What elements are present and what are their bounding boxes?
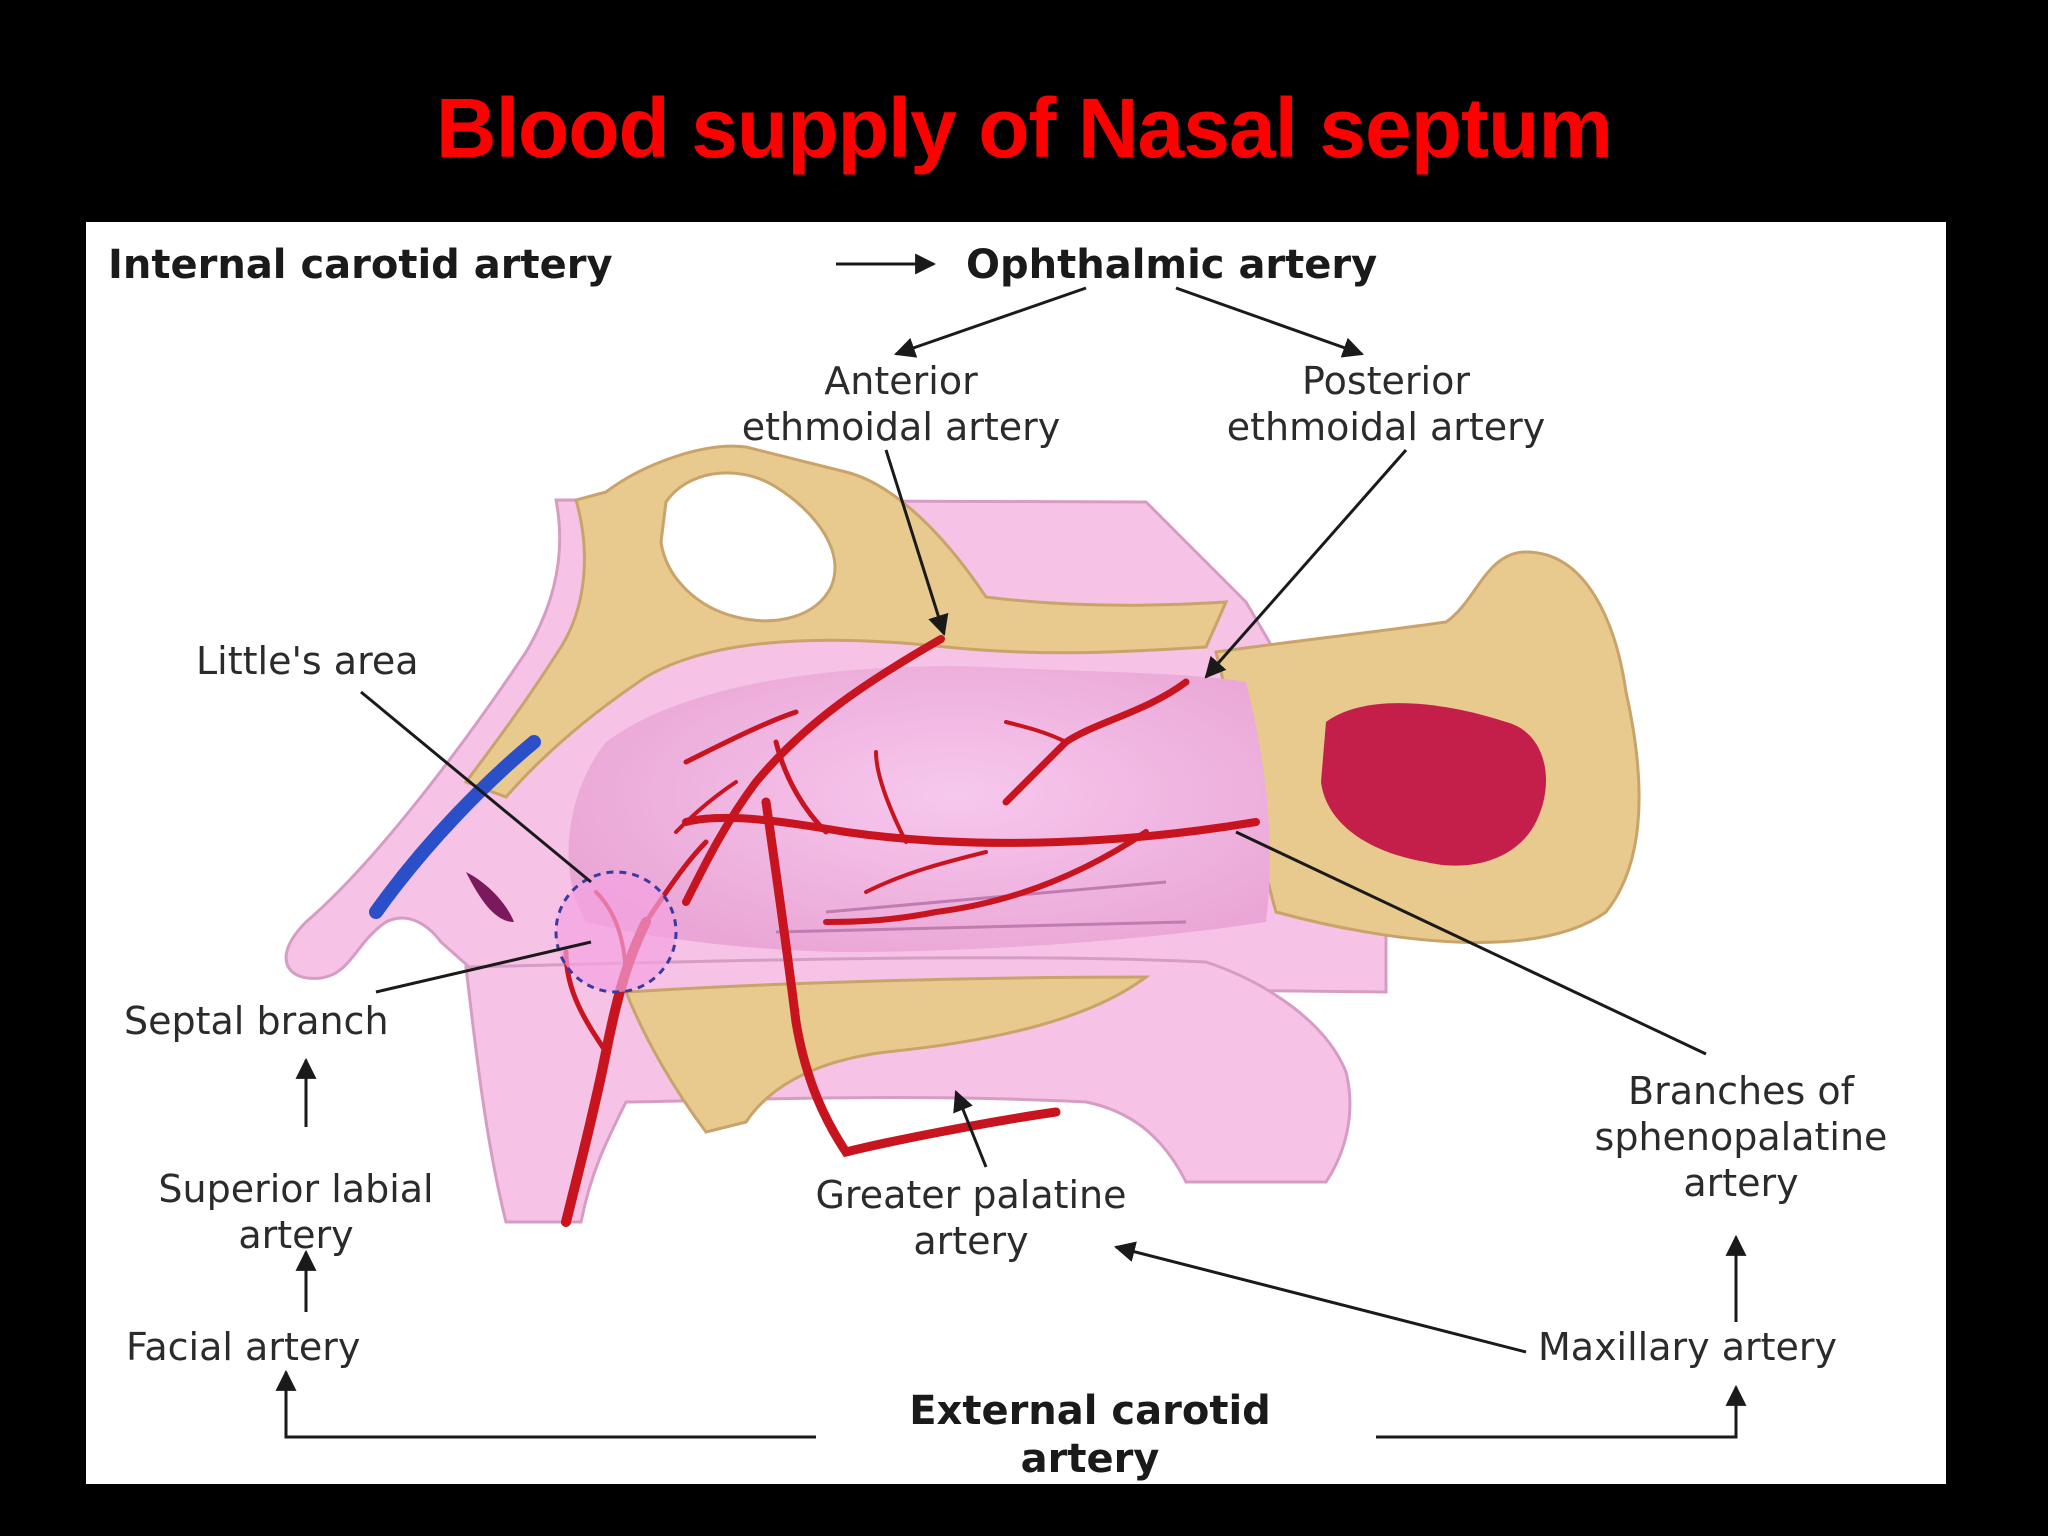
sphenopalatine-branch-2 (864, 850, 988, 894)
label-superior-labial-line2: artery (238, 1213, 353, 1257)
label-posterior-ethmoidal-line2: ethmoidal artery (1227, 405, 1546, 449)
palate-bone (623, 975, 1151, 1134)
diagram-panel: Internal carotid artery Ophthalmic arter… (86, 222, 1946, 1484)
label-littles-area: Little's area (196, 639, 419, 683)
anterior-ethmoidal-branch-3 (674, 780, 738, 834)
septum-line (825, 880, 1167, 914)
label-internal-carotid: Internal carotid artery (108, 242, 613, 288)
posterior-ethmoidal-branch (1004, 720, 1068, 744)
sphenopalatine-branch-3 (874, 750, 908, 844)
dorsal-vein (369, 735, 541, 919)
label-sphenopalatine-line1: Branches of (1628, 1069, 1856, 1113)
label-external-carotid-line2: artery (1021, 1436, 1160, 1482)
label-posterior-ethmoidal-line1: Posterior (1302, 359, 1470, 403)
slide-title: Blood supply of Nasal septum (435, 81, 1613, 175)
greater-palatine-vessel (761, 797, 1061, 1158)
septum-line-2 (775, 920, 1187, 934)
leader-littles-area (360, 690, 592, 884)
arrow-anterior-ethmoidal (884, 449, 949, 637)
label-external-carotid-line1: External carotid (909, 1388, 1271, 1434)
sphenopalatine-branch-1 (823, 829, 1149, 925)
label-anterior-ethmoidal-line2: ethmoidal artery (742, 405, 1061, 449)
anterior-ethmoidal-branch-1 (683, 709, 799, 765)
leader-sphenopalatine (1235, 830, 1707, 1056)
label-maxillary: Maxillary artery (1538, 1325, 1837, 1369)
arrow-maxillary-to-greater-palatine (1113, 1241, 1527, 1354)
anatomy (284, 444, 1641, 1224)
label-greater-palatine-line2: artery (913, 1219, 1028, 1263)
label-septal-branch: Septal branch (124, 999, 389, 1043)
frontal-sinus (659, 471, 837, 623)
arteries (561, 635, 1260, 1227)
nostril (466, 872, 514, 922)
arrows (275, 253, 1747, 1439)
septal-mucosa (568, 666, 1270, 952)
labels: Internal carotid artery Ophthalmic arter… (108, 242, 1887, 1482)
nasal-septum-diagram: Internal carotid artery Ophthalmic arter… (108, 242, 1887, 1482)
arrow-ophthalmic-to-posterior (1175, 286, 1364, 358)
label-greater-palatine-line1: Greater palatine (815, 1173, 1126, 1217)
arrow-eca-to-facial (275, 1369, 816, 1439)
sphenoid-sinus (1321, 703, 1546, 866)
label-superior-labial-line1: Superior labial (158, 1167, 433, 1211)
label-sphenopalatine-line2: sphenopalatine (1595, 1115, 1888, 1159)
anterior-ethmoidal-vessel (682, 635, 945, 906)
arrow-greater-palatine (953, 1090, 988, 1168)
label-anterior-ethmoidal-line1: Anterior (824, 359, 978, 403)
leader-septal-branch (375, 940, 592, 994)
arrow-posterior-ethmoidal (1204, 449, 1408, 679)
arrow-eca-to-maxillary (1376, 1384, 1747, 1439)
nasal-bone (463, 444, 1229, 799)
label-facial: Facial artery (126, 1325, 360, 1369)
label-sphenopalatine-line3: artery (1683, 1161, 1798, 1205)
label-ophthalmic: Ophthalmic artery (966, 242, 1377, 288)
littles-area-region (554, 870, 678, 994)
arrow-ophthalmic-to-anterior (894, 286, 1087, 358)
